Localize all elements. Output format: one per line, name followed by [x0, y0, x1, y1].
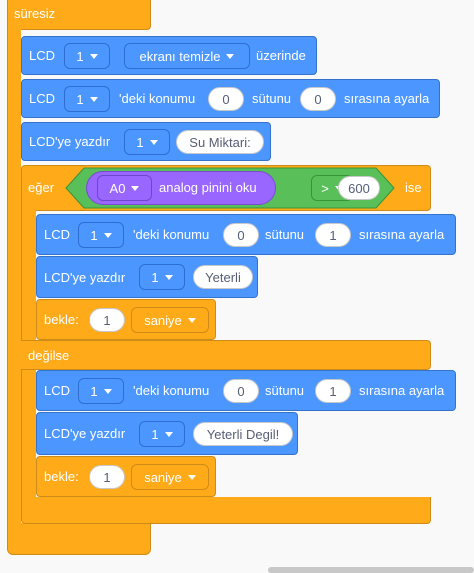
forever-bottom: [7, 523, 151, 555]
lcd-number-value: 1: [151, 269, 159, 285]
lcd-cursor-block[interactable]: LCD 1 'deki konumu 0 sütunu 1 sırasına a…: [36, 214, 456, 255]
time-unit-dropdown[interactable]: saniye: [131, 464, 209, 490]
lcd-number-value: 1: [76, 48, 84, 64]
chevron-down-icon: [164, 274, 173, 280]
chevron-down-icon: [226, 53, 235, 59]
lcd-number-dropdown[interactable]: 1: [64, 43, 110, 69]
lcd-number-dropdown[interactable]: 1: [78, 222, 124, 248]
row-input[interactable]: 1: [315, 379, 351, 403]
print-text-input[interactable]: Su Miktari:: [176, 130, 264, 154]
then-label: ise: [405, 180, 422, 195]
chevron-down-icon: [149, 139, 158, 145]
chevron-down-icon: [164, 431, 173, 437]
lcd-number-value: 1: [90, 227, 98, 243]
lcd-cursor-text2: sütunu: [252, 91, 292, 106]
chevron-down-icon: [103, 388, 112, 394]
chevron-down-icon: [89, 96, 98, 102]
forever-block[interactable]: [7, 0, 151, 30]
if-label: eğer: [28, 180, 55, 195]
time-unit-value: saniye: [144, 312, 182, 328]
lcd-clear-label: LCD: [29, 48, 56, 63]
time-unit-dropdown[interactable]: saniye: [131, 307, 209, 333]
lcd-clear-block[interactable]: LCD 1 ekranı temizle üzerinde: [21, 36, 317, 75]
wait-block[interactable]: bekle: 1 saniye: [36, 299, 216, 340]
threshold-input[interactable]: 600: [338, 176, 380, 200]
lcd-number-dropdown[interactable]: 1: [124, 129, 170, 155]
wait-block[interactable]: bekle: 1 saniye: [36, 456, 216, 497]
pin-dropdown[interactable]: A0: [97, 175, 152, 201]
lcd-number-value: 1: [151, 426, 159, 442]
chevron-down-icon: [103, 232, 112, 238]
lcd-print-block[interactable]: LCD'ye yazdır 1 Yeterli: [36, 256, 258, 298]
lcd-cursor-block[interactable]: LCD 1 'deki konumu 0 sütunu 1 sırasına a…: [36, 370, 456, 411]
lcd-number-value: 1: [90, 383, 98, 399]
else-divider: [21, 340, 431, 370]
lcd-cursor-block[interactable]: LCD 1 'deki konumu 0 sütunu 0 sırasına a…: [21, 79, 440, 118]
column-input[interactable]: 0: [223, 223, 259, 247]
lcd-action-dropdown[interactable]: ekranı temizle: [124, 43, 250, 69]
lcd-print-label: LCD'ye yazdır: [44, 426, 126, 441]
forever-arm: [7, 29, 21, 524]
chevron-down-icon: [187, 317, 196, 323]
time-unit-value: saniye: [144, 469, 182, 485]
lcd-cursor-text1: 'deki konumu: [133, 383, 210, 398]
operator-value: >: [321, 180, 329, 196]
analog-read-reporter[interactable]: A0 analog pinini oku: [86, 171, 276, 205]
lcd-print-label: LCD'ye yazdır: [44, 270, 126, 285]
wait-label: bekle:: [44, 312, 79, 327]
lcd-cursor-text1: 'deki konumu: [133, 227, 210, 242]
print-text-input[interactable]: Yeterli Degil!: [193, 422, 293, 446]
pin-value: A0: [109, 180, 126, 196]
lcd-action-value: ekranı temizle: [139, 48, 221, 64]
lcd-number-value: 1: [76, 91, 84, 107]
lcd-cursor-text3: sırasına ayarla: [344, 91, 430, 106]
lcd-cursor-text3: sırasına ayarla: [359, 227, 445, 242]
lcd-cursor-text2: sütunu: [265, 383, 305, 398]
column-input[interactable]: 0: [208, 87, 244, 111]
lcd-number-dropdown[interactable]: 1: [139, 421, 185, 447]
print-text-input[interactable]: Yeterli: [193, 265, 253, 289]
lcd-print-label: LCD'ye yazdır: [29, 134, 111, 149]
wait-duration-input[interactable]: 1: [89, 308, 125, 332]
lcd-number-dropdown[interactable]: 1: [139, 264, 185, 290]
lcd-cursor-label: LCD: [44, 227, 71, 242]
lcd-number-value: 1: [136, 134, 144, 150]
chevron-down-icon: [131, 185, 140, 191]
column-input[interactable]: 0: [223, 379, 259, 403]
lcd-print-block[interactable]: LCD'ye yazdır 1 Yeterli Degil!: [36, 412, 298, 455]
lcd-number-dropdown[interactable]: 1: [78, 378, 124, 404]
lcd-cursor-label: LCD: [44, 383, 71, 398]
lcd-cursor-text2: sütunu: [265, 227, 305, 242]
lcd-cursor-text1: 'deki konumu: [119, 91, 196, 106]
chevron-down-icon: [187, 474, 196, 480]
lcd-cursor-label: LCD: [29, 91, 56, 106]
row-input[interactable]: 0: [300, 87, 336, 111]
lcd-cursor-text3: sırasına ayarla: [359, 383, 445, 398]
lcd-print-block[interactable]: LCD'ye yazdır 1 Su Miktari:: [21, 122, 271, 161]
chevron-down-icon: [89, 53, 98, 59]
else-label: değilse: [28, 348, 70, 363]
analog-read-text: analog pinini oku: [159, 180, 257, 195]
horizontal-scrollbar[interactable]: [268, 567, 474, 573]
wait-label: bekle:: [44, 469, 79, 484]
wait-duration-input[interactable]: 1: [89, 465, 125, 489]
lcd-number-dropdown[interactable]: 1: [64, 86, 110, 112]
forever-label: süresiz: [14, 6, 56, 21]
if-else-bottom: [21, 497, 431, 524]
row-input[interactable]: 1: [315, 223, 351, 247]
lcd-clear-suffix: üzerinde: [256, 48, 306, 63]
